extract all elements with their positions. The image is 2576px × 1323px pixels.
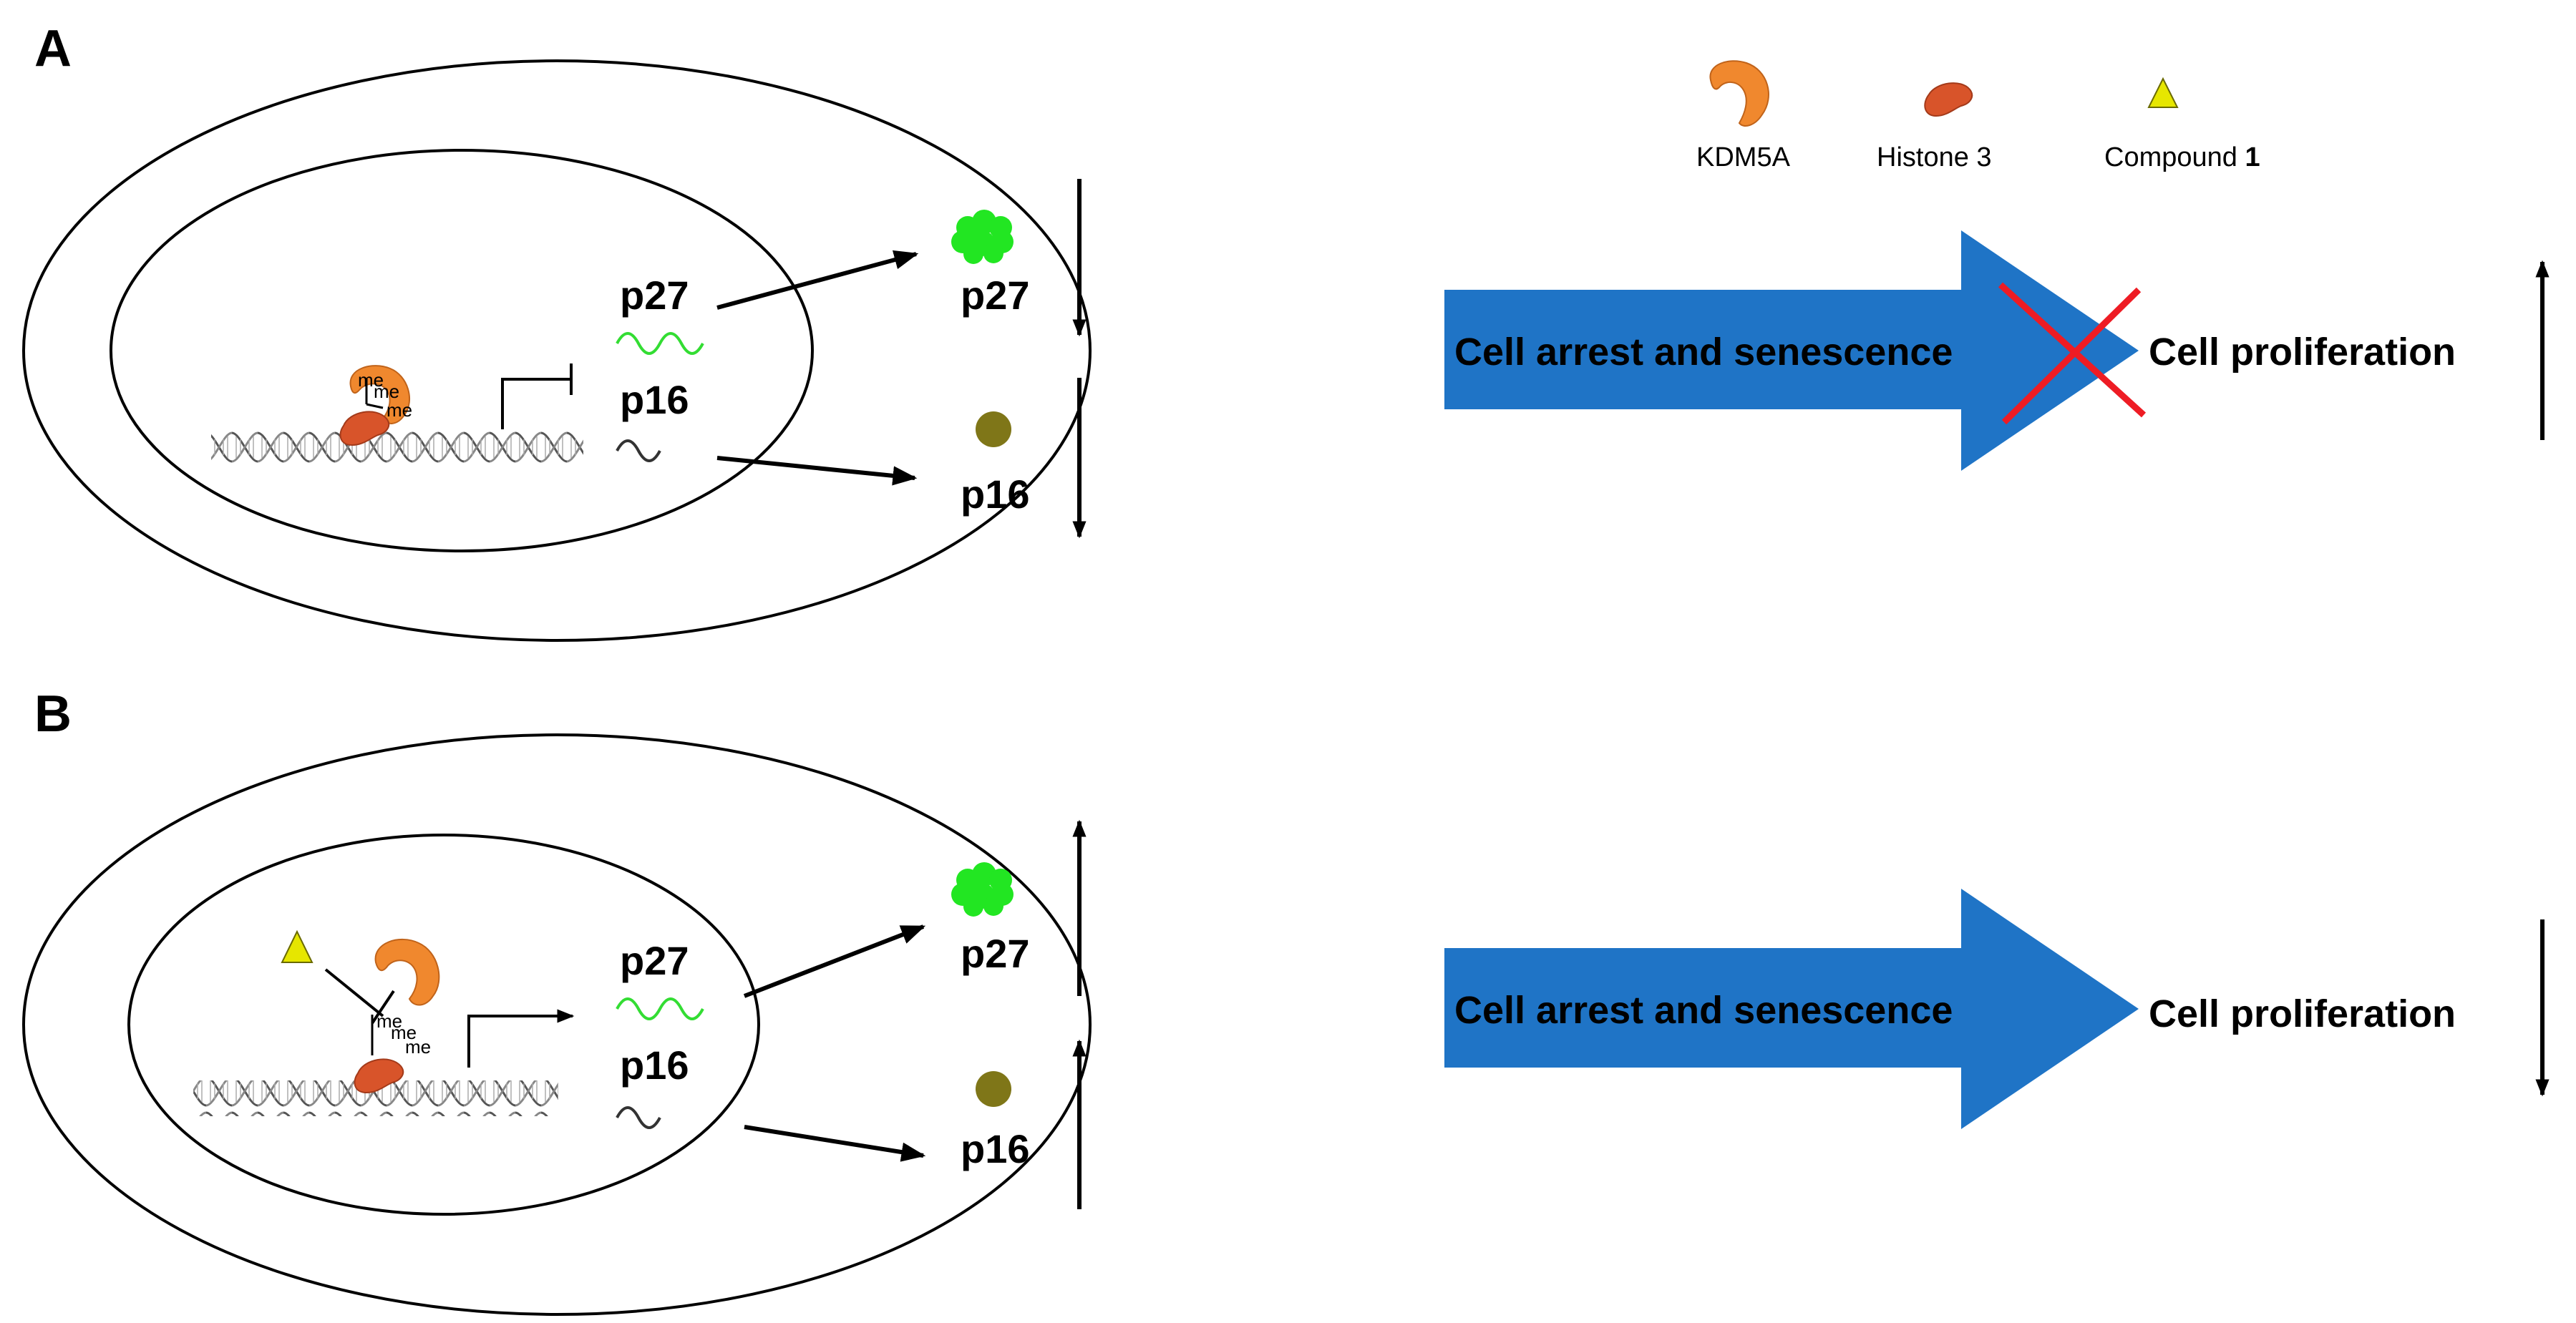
p16-protein-b [976,1071,1011,1107]
translation-arrow-p27-a [716,250,919,310]
outcome-text-b: Cell proliferation [2149,992,2456,1035]
me-mark-a-2: me [374,381,399,402]
outcome-big-arrow-b [1444,889,2139,1129]
p27-protein-a [951,210,1014,264]
histone-icon-a [339,411,390,446]
cell-outline-a [22,59,1092,642]
panel-a: A me me me p27 p16 p27 p16 Cell arrest a… [22,20,2550,642]
gene-p16-label-a: p16 [620,377,689,422]
gene-p27-label-b: p27 [620,938,689,983]
me-mark-b-1: me [376,1010,402,1032]
p27-protein-b [951,862,1014,917]
kdm5a-icon-b [374,938,440,1006]
translation-arrow-p16-b [744,1125,926,1162]
repression-symbol-a [501,363,573,429]
p27-mrna-b [616,997,704,1020]
histone-icon-b [354,1058,404,1094]
protein-p27-label-b: p27 [961,931,1030,976]
p16-mrna-a [616,439,661,462]
panel-b: B me me me p27 p16 p27 p16 Cell arrest [22,685,2550,1316]
compound-legend-label: Compound 1 [2104,142,2260,172]
outcome-arrow-text-a: Cell arrest and senescence [1454,331,1953,374]
translation-arrow-p27-b [743,924,926,998]
histone-legend-icon [1924,82,1973,117]
me-mark-a-3: me [387,399,412,421]
me-mark-b-2: me [391,1022,417,1043]
translation-arrow-p16-a [716,456,918,486]
me-mark-b-3: me [405,1036,431,1058]
p27-mrna-a [616,332,704,355]
inhibition-bar-b [371,990,395,1025]
nucleus-outline-a [110,149,814,552]
protein-p16-label-a: p16 [961,472,1030,517]
kdm5a-legend-icon [1709,60,1769,127]
me-mark-a-1: me [358,369,384,391]
demethylation-tick-a-base [366,403,384,409]
compound-legend-icon [2147,77,2179,108]
compound-icon-b [281,929,314,963]
gene-p16-label-b: p16 [620,1043,689,1088]
outcome-big-arrow-a [1444,230,2139,471]
legend: KDM5A Histone 3 Compound 1 [1696,60,2260,172]
activation-arrow-b [467,1009,575,1068]
cross-icon-a [1998,282,2147,425]
p16-protein-a [976,411,1011,447]
dna-helix-a [211,429,583,465]
histone-legend-label: Histone 3 [1877,142,1992,172]
nucleus-outline-b [127,834,760,1216]
panel-b-label: B [34,685,72,743]
gene-p27-label-a: p27 [620,273,689,318]
kdm5a-legend-label: KDM5A [1696,142,1791,172]
inhibition-line-b [324,968,384,1017]
p16-mrna-b [616,1106,661,1129]
protein-p27-label-a: p27 [961,273,1030,318]
outcome-text-a: Cell proliferation [2149,331,2456,374]
panel-a-label: A [34,20,72,77]
protein-p16-label-b: p16 [961,1126,1030,1171]
outcome-arrow-text-b: Cell arrest and senescence [1454,989,1953,1032]
cell-outline-b [22,733,1092,1316]
